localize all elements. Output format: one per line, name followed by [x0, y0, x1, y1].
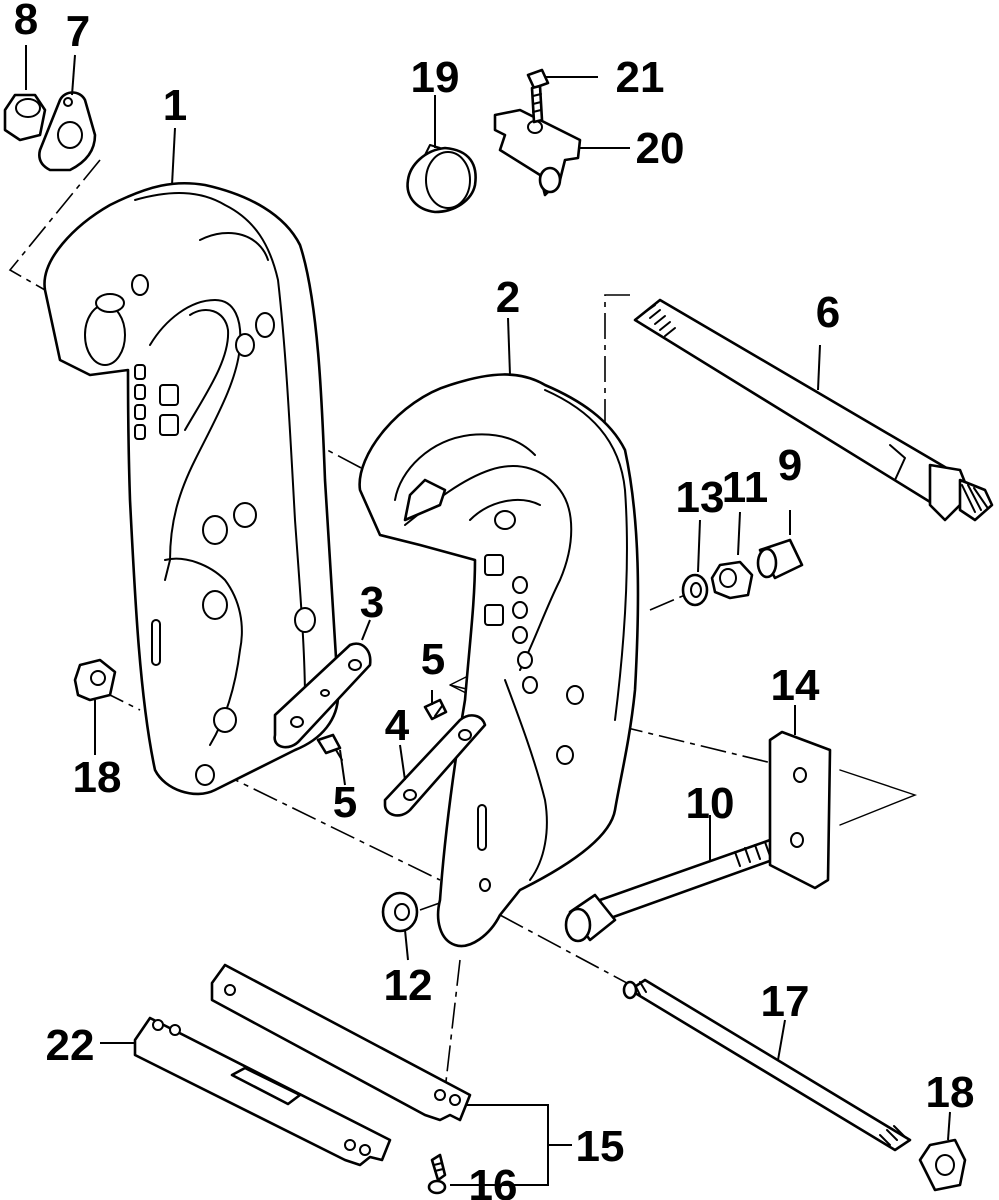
- callout-3: 3: [360, 578, 384, 627]
- callout-5-lower: 5: [333, 778, 357, 827]
- flange-plate: [38, 54, 97, 172]
- small-bracket: [493, 108, 630, 197]
- shaft: [633, 298, 994, 522]
- callout-15: 15: [576, 1122, 625, 1171]
- leaders-15-16: [450, 1104, 572, 1186]
- callout-5-upper: 5: [421, 635, 445, 684]
- small-plate: [383, 714, 487, 817]
- bolt: [564, 815, 780, 943]
- nut-left: [73, 658, 117, 755]
- callout-6: 6: [816, 288, 840, 337]
- nut-top: [3, 45, 47, 142]
- callout-13: 13: [676, 473, 725, 522]
- nut-middle: [710, 511, 754, 600]
- callout-19: 19: [411, 53, 460, 102]
- callout-22: 22: [46, 1021, 95, 1070]
- callout-20: 20: [636, 124, 685, 173]
- callout-16: 16: [469, 1161, 518, 1200]
- pad-lower: [100, 1016, 392, 1167]
- screw-bottom: [427, 1153, 447, 1195]
- washer-upper: [681, 519, 709, 607]
- leaders-misc: [171, 127, 511, 961]
- callout-18-right: 18: [926, 1068, 975, 1117]
- washer-lower: [381, 891, 419, 933]
- callout-11: 11: [722, 463, 769, 512]
- side-plate: [273, 619, 372, 749]
- callout-10: 10: [686, 779, 735, 828]
- callout-2: 2: [496, 273, 520, 322]
- small-bolt: [526, 68, 598, 124]
- screw-b: [316, 733, 346, 786]
- callout-9: 9: [778, 441, 802, 490]
- long-shaft: [622, 978, 912, 1152]
- clamp-bracket-left: [43, 181, 340, 796]
- clamp-bracket-right: [358, 373, 640, 948]
- callout-14: 14: [771, 661, 820, 710]
- bushing: [756, 510, 804, 580]
- nut-right: [918, 1111, 967, 1192]
- callout-17: 17: [761, 977, 810, 1026]
- callout-8: 8: [14, 0, 38, 44]
- callout-4: 4: [385, 701, 410, 750]
- callout-7: 7: [66, 7, 90, 56]
- callout-21: 21: [616, 53, 665, 102]
- callout-12: 12: [384, 961, 433, 1010]
- pad-upper: [210, 963, 472, 1122]
- callout-labels: 8 7 1 19 21 20 2 6 13 11 9 3 5 4 14 18 5…: [14, 0, 975, 1200]
- clip: [406, 95, 477, 214]
- callout-1: 1: [163, 81, 187, 130]
- screw-a: [423, 690, 448, 721]
- callout-18-left: 18: [73, 753, 122, 802]
- mounting-plate: [768, 705, 832, 890]
